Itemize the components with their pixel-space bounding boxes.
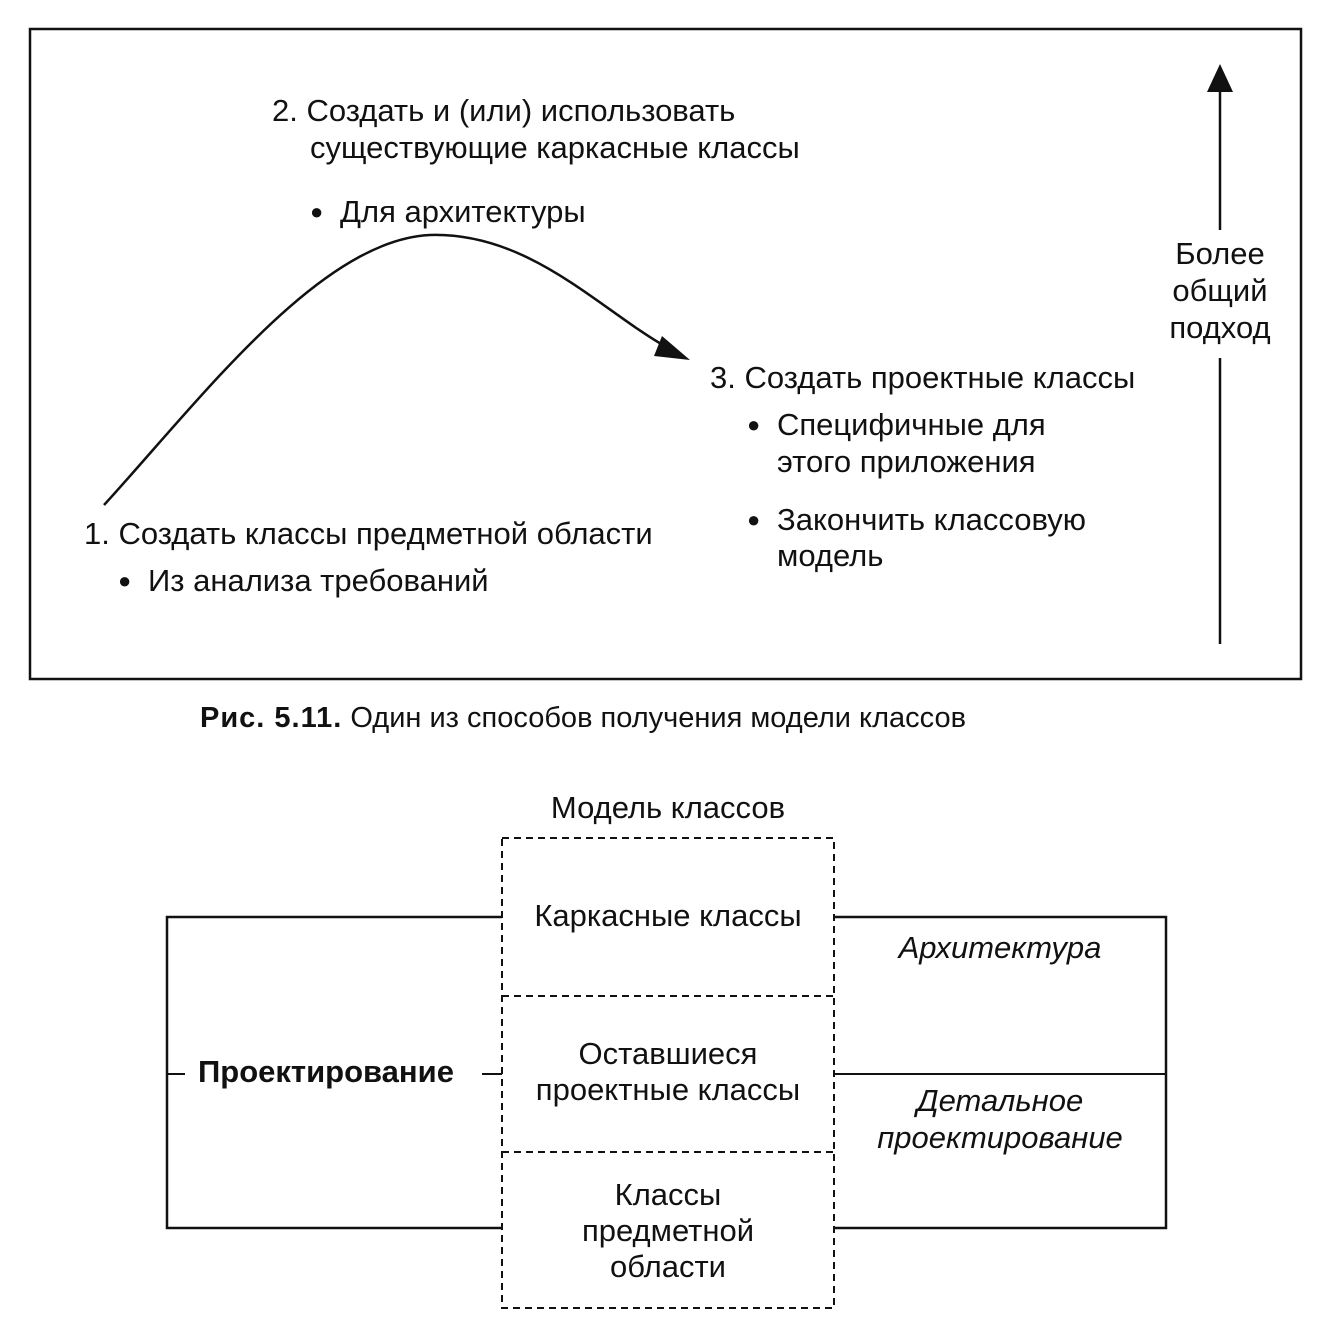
caption-label: Рис. 5.11. bbox=[200, 702, 343, 734]
step3-bullet2-line2: модель bbox=[777, 538, 884, 573]
domain-classes-line2: предметной bbox=[581, 1213, 755, 1248]
domain-classes-line3: области bbox=[610, 1249, 726, 1284]
step3-bullet1-line1: Специфичные для bbox=[747, 407, 1046, 443]
phase-bracket bbox=[834, 915, 1168, 1230]
detailed-design-line2: проектирование bbox=[877, 1120, 1123, 1155]
figure1-frame bbox=[28, 27, 1303, 681]
domain-classes-line1: Классы bbox=[614, 1177, 722, 1212]
remaining-classes-line2: проектные классы bbox=[535, 1072, 801, 1107]
step2-title-line1: 2. Создать и (или) использовать bbox=[272, 93, 736, 128]
step1-title: 1. Создать классы предметной области bbox=[84, 516, 653, 551]
process-curve bbox=[103, 233, 669, 506]
process-arrowhead bbox=[654, 336, 690, 360]
generality-arrowhead bbox=[1207, 64, 1233, 92]
figure-caption: Рис. 5.11. Один из способов получения мо… bbox=[200, 702, 966, 735]
axis-label-line2: общий bbox=[1172, 273, 1268, 308]
axis-label-line1: Более bbox=[1175, 236, 1265, 271]
step3-bullet1-line2: этого приложения bbox=[777, 444, 1036, 479]
caption-text: Один из способов получения модели классо… bbox=[350, 702, 966, 734]
detailed-design-line1: Детальное bbox=[916, 1083, 1084, 1118]
step1-bullet: Из анализа требований bbox=[118, 563, 489, 599]
architecture-label: Архитектура bbox=[898, 930, 1102, 965]
step3-bullet2-line1: Закончить классовую bbox=[747, 502, 1086, 538]
step3-title: 3. Создать проектные классы bbox=[710, 360, 1136, 395]
step2-bullet: Для архитектуры bbox=[310, 194, 586, 230]
design-label: Проектирование bbox=[198, 1054, 454, 1089]
design-bracket bbox=[165, 915, 502, 1230]
frame-classes-label: Каркасные классы bbox=[534, 898, 802, 933]
model-classes-title: Модель классов bbox=[550, 790, 786, 825]
axis-label-line3: подход bbox=[1169, 310, 1271, 345]
step2-title-line2: существующие каркасные классы bbox=[310, 130, 800, 165]
remaining-classes-line1: Оставшиеся bbox=[578, 1036, 758, 1071]
